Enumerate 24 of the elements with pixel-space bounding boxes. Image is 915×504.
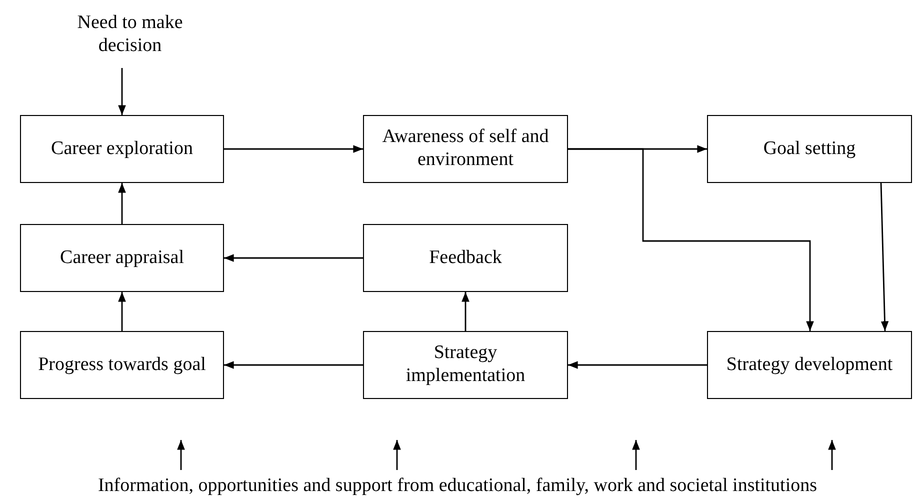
arrow xyxy=(568,361,707,369)
trigger-text: Need to make decision xyxy=(55,8,205,62)
arrow xyxy=(828,440,836,470)
arrow xyxy=(118,68,126,115)
arrow xyxy=(177,440,185,470)
process-box: Awareness of self and environment xyxy=(363,115,568,183)
arrow xyxy=(224,145,363,153)
process-box: Strategy implementation xyxy=(363,331,568,399)
arrow xyxy=(224,361,363,369)
institutions-caption: Information, opportunities and support from educational, family, work and societal institutions xyxy=(2,473,913,499)
arrow xyxy=(393,440,401,470)
process-box: Goal setting xyxy=(707,115,912,183)
arrow xyxy=(224,254,363,262)
arrow xyxy=(568,148,814,331)
arrow xyxy=(118,292,126,331)
process-box: Feedback xyxy=(363,224,568,292)
arrow xyxy=(118,183,126,224)
arrow xyxy=(632,440,640,470)
process-box: Career exploration xyxy=(20,115,224,183)
arrow xyxy=(880,182,889,332)
process-box: Strategy development xyxy=(707,331,912,399)
arrow xyxy=(462,292,470,331)
process-box: Progress towards goal xyxy=(20,331,224,399)
process-box: Career appraisal xyxy=(20,224,224,292)
